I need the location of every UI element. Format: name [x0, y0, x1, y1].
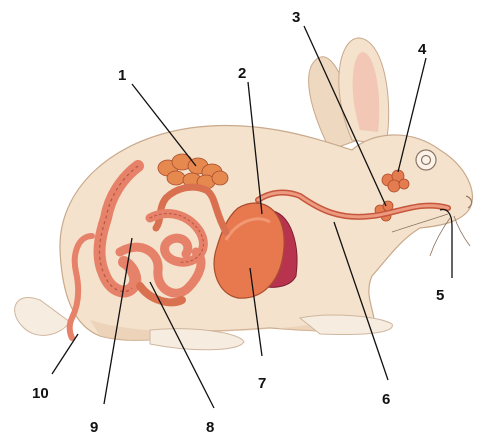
front-paw [300, 315, 392, 334]
label-1: 1 [118, 67, 126, 84]
leader-10 [52, 334, 78, 374]
label-4: 4 [418, 41, 427, 58]
rabbit-illustration [15, 38, 473, 350]
label-10: 10 [32, 385, 49, 402]
eye [416, 150, 436, 170]
label-9: 9 [90, 419, 98, 436]
label-3: 3 [292, 9, 300, 26]
label-7: 7 [258, 375, 266, 392]
label-8: 8 [206, 419, 214, 436]
label-6: 6 [382, 391, 390, 408]
hind-foot [150, 329, 244, 350]
label-5: 5 [436, 287, 444, 304]
tail [15, 297, 70, 335]
label-2: 2 [238, 65, 246, 82]
